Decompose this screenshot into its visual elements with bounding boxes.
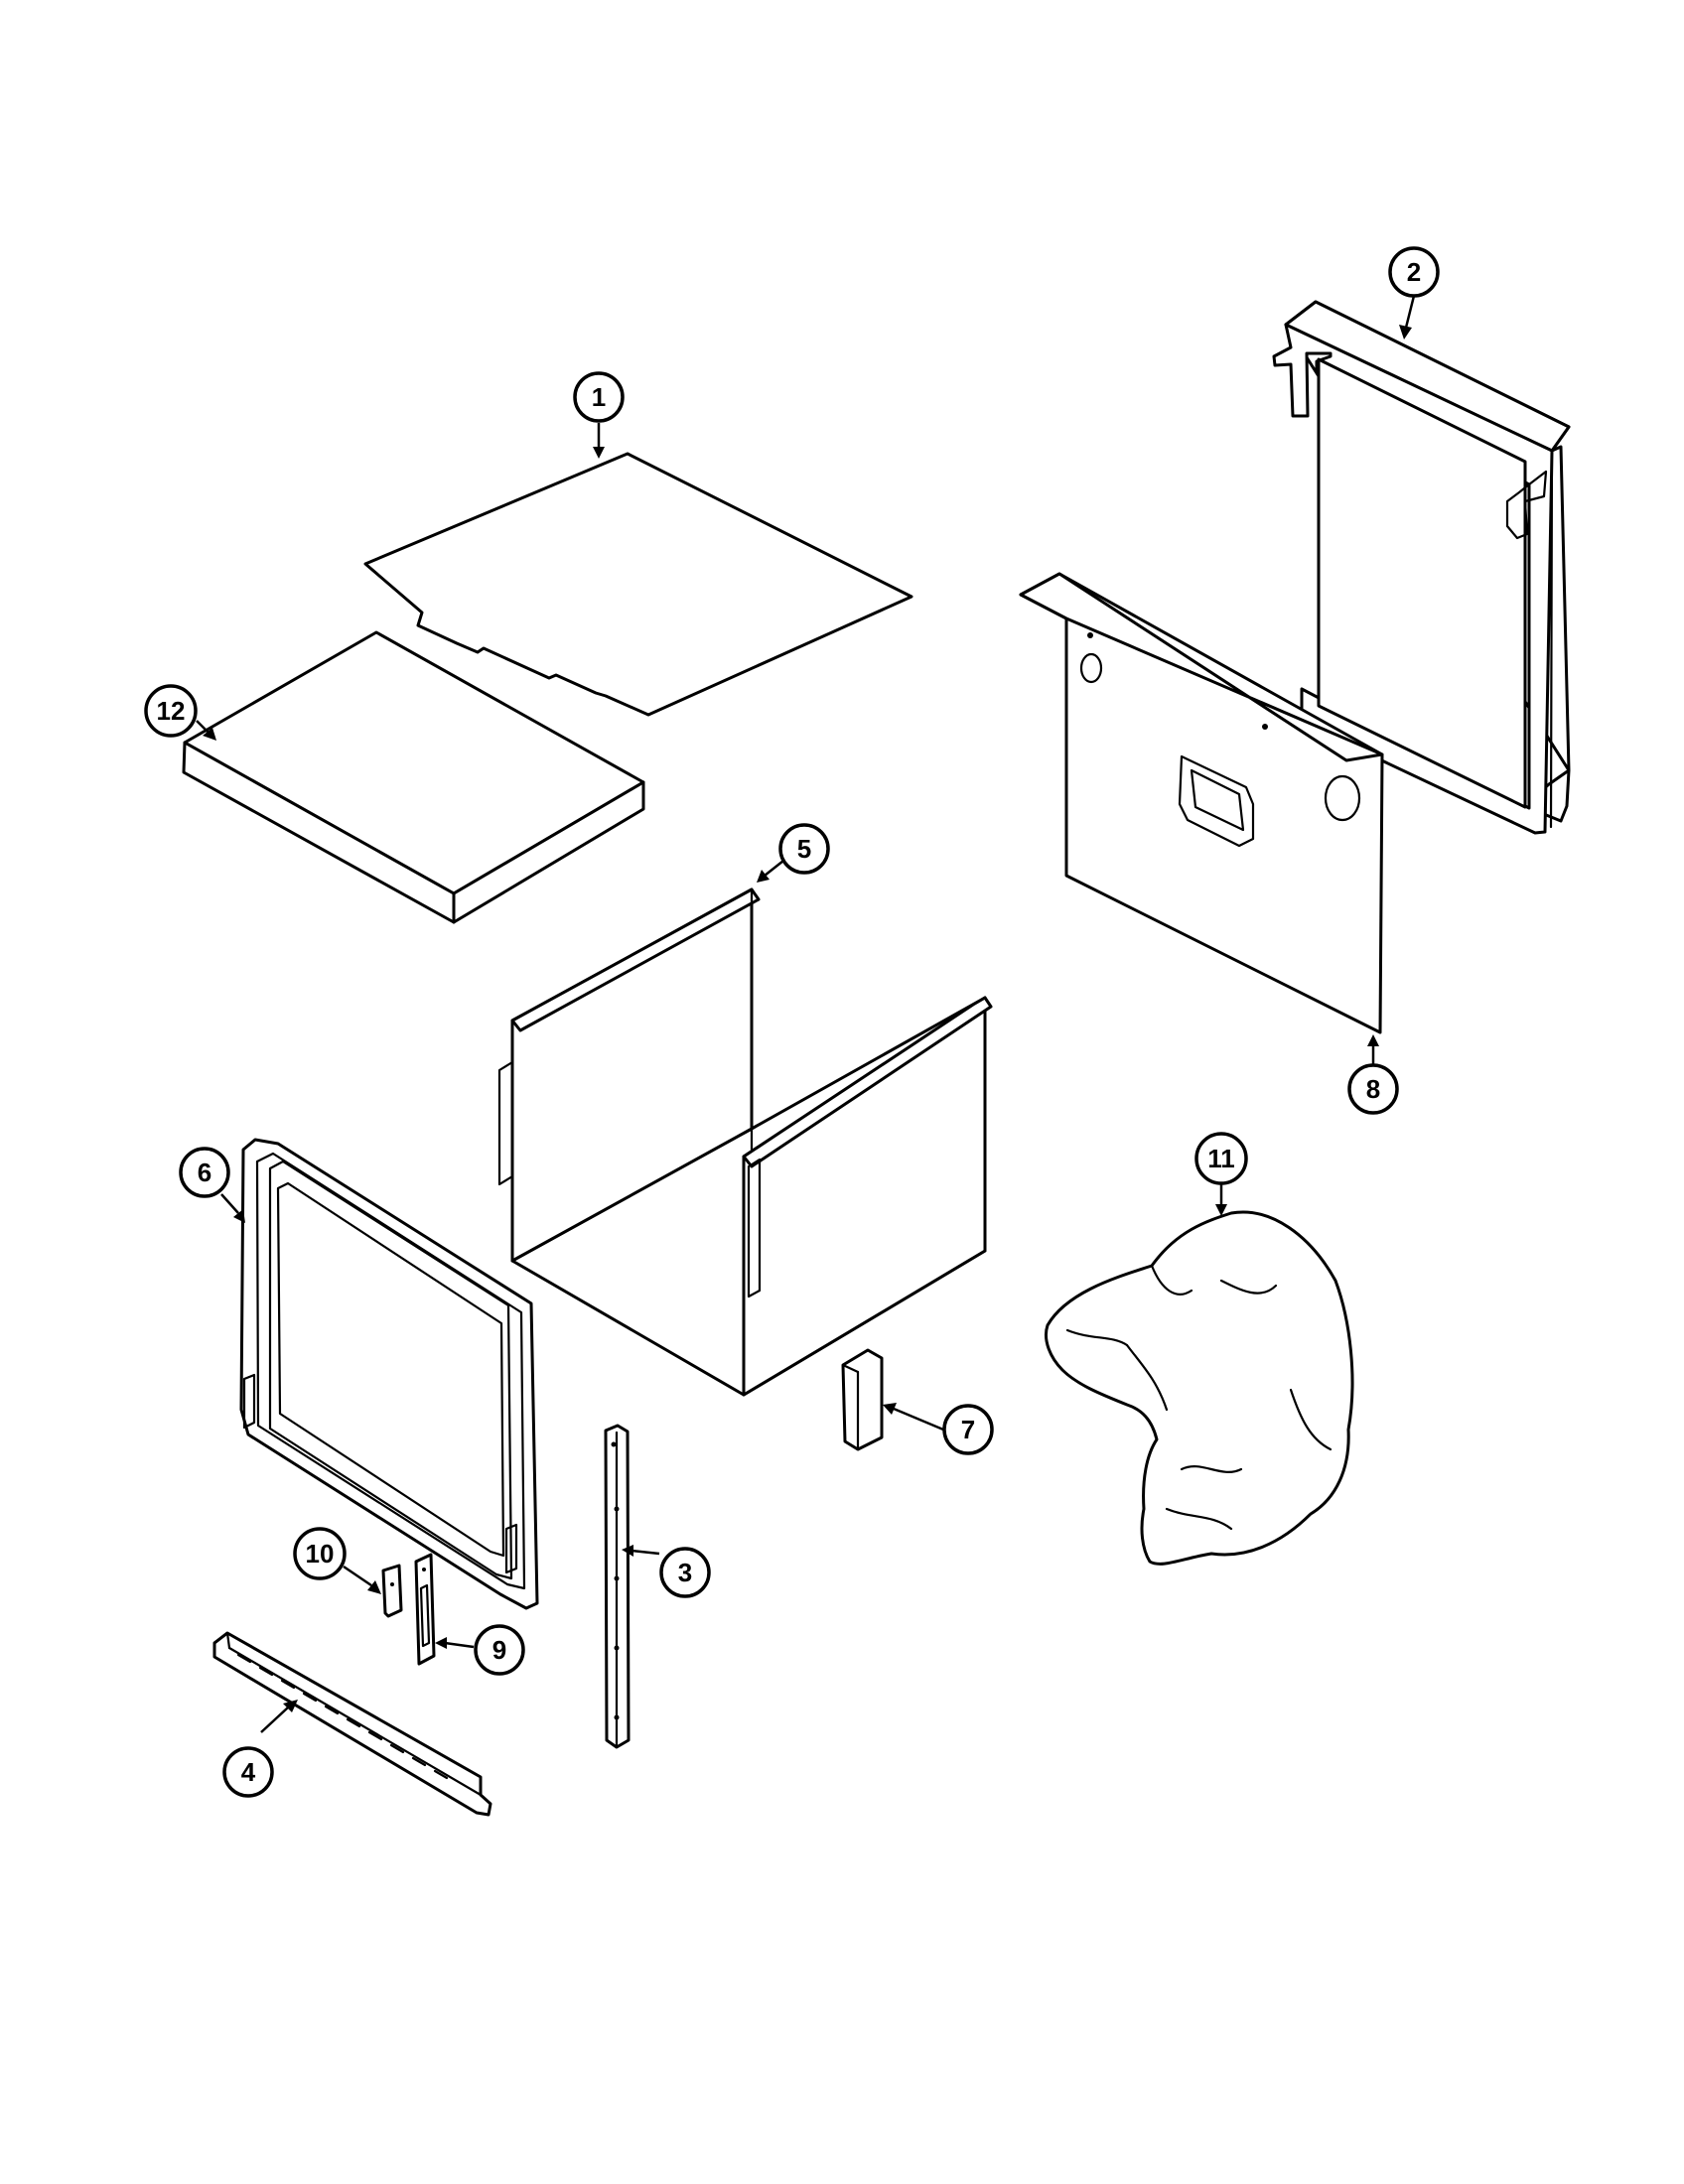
- part-9-slotted-strip: [414, 1553, 436, 1666]
- part-1-top-panel: [363, 452, 913, 717]
- svg-text:12: 12: [157, 696, 186, 726]
- svg-text:11: 11: [1207, 1144, 1235, 1173]
- svg-text:6: 6: [198, 1158, 211, 1187]
- callout-7: 7: [942, 1404, 994, 1455]
- callout-12: 12: [144, 684, 198, 738]
- part-3-vertical-strip: [604, 1424, 631, 1749]
- part-12-insulation-pad: [182, 630, 645, 924]
- callout-5: 5: [778, 823, 830, 875]
- part-8-back-panel: [1019, 572, 1384, 1034]
- callout-4: 4: [222, 1746, 274, 1798]
- callout-10: 10: [293, 1527, 347, 1580]
- part-11-insulation-blanket: [1045, 1210, 1354, 1566]
- svg-text:7: 7: [961, 1415, 975, 1444]
- callout-3: 3: [659, 1547, 711, 1598]
- leader-lines: [196, 295, 1416, 1733]
- part-6-front-frame: [239, 1138, 539, 1610]
- svg-text:8: 8: [1366, 1074, 1380, 1104]
- svg-text:3: 3: [678, 1558, 692, 1587]
- callout-8: 8: [1347, 1063, 1399, 1115]
- callout-9: 9: [474, 1624, 525, 1676]
- callout-2: 2: [1388, 246, 1440, 298]
- svg-text:4: 4: [241, 1757, 256, 1787]
- callout-6: 6: [179, 1147, 230, 1198]
- svg-text:1: 1: [592, 382, 606, 412]
- callout-11: 11: [1194, 1132, 1248, 1185]
- svg-text:2: 2: [1407, 257, 1421, 287]
- svg-text:5: 5: [797, 834, 811, 864]
- part-2-rear-frame: [1272, 300, 1571, 835]
- part-4-angled-rail: [212, 1631, 492, 1817]
- part-7-bracket: [841, 1348, 884, 1451]
- callout-1: 1: [573, 371, 625, 423]
- part-5-side-panels: [497, 887, 993, 1397]
- svg-text:10: 10: [306, 1539, 335, 1569]
- part-10-clip: [381, 1564, 403, 1618]
- svg-text:9: 9: [492, 1635, 506, 1665]
